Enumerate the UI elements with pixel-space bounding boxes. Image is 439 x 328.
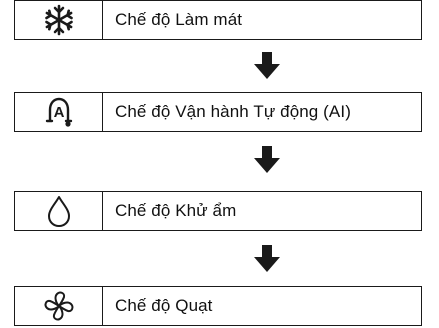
auto-letter: A <box>53 104 64 121</box>
mode-icon-cell <box>15 287 103 325</box>
mode-label-dry: Chế độ Khử ẩm <box>115 201 237 220</box>
auto-bell-icon: A <box>41 95 77 129</box>
mode-row-auto: A Chế độ Vận hành Tự động (AI) <box>14 92 422 132</box>
snowflake-icon <box>42 3 76 37</box>
arrow-down-icon <box>252 52 282 80</box>
mode-label-cooling: Chế độ Làm mát <box>115 10 243 29</box>
arrow-down-icon <box>252 146 282 174</box>
mode-icon-cell <box>15 1 103 39</box>
mode-icon-cell <box>15 192 103 230</box>
mode-row-dry: Chế độ Khử ẩm <box>14 191 422 231</box>
droplet-icon <box>44 194 74 228</box>
fan-icon <box>42 289 76 323</box>
mode-label-fan: Chế độ Quạt <box>115 296 213 315</box>
arrow-down-icon <box>252 245 282 273</box>
mode-row-cooling: Chế độ Làm mát <box>14 0 422 40</box>
mode-label-auto: Chế độ Vận hành Tự động (AI) <box>115 102 351 121</box>
mode-icon-cell: A <box>15 93 103 131</box>
mode-row-fan: Chế độ Quạt <box>14 286 422 326</box>
